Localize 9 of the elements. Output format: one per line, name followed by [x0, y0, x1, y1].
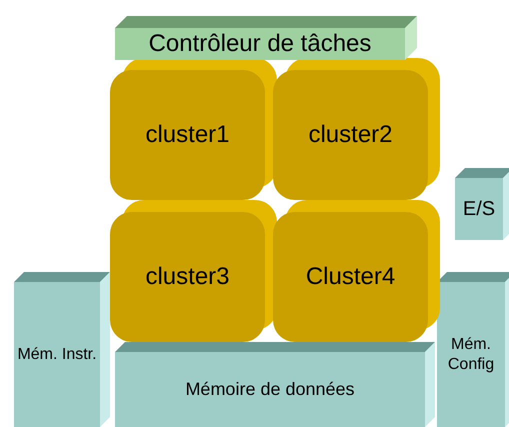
block-label: cluster1 — [145, 120, 230, 150]
block-label: Cluster4 — [306, 262, 396, 292]
block-label: Mém. Instr. — [17, 344, 97, 364]
block-label: E/S — [462, 197, 496, 221]
block-label: cluster3 — [145, 262, 230, 292]
block-label: Contrôleur de tâches — [148, 30, 372, 58]
block-label: cluster2 — [308, 120, 393, 150]
block-label: Mémoire de données — [185, 378, 355, 400]
block-label: Mém. Config — [446, 335, 496, 374]
